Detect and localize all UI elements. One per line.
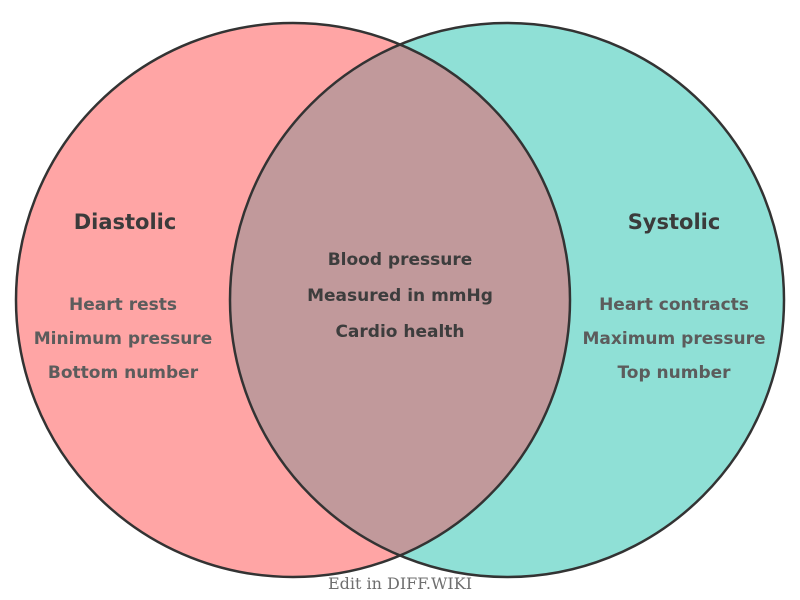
systolic-circle-outline xyxy=(228,21,786,579)
systolic-item: Maximum pressure xyxy=(583,329,766,349)
overlap-item: Measured in mmHg xyxy=(307,286,493,306)
systolic-item: Top number xyxy=(617,363,731,383)
diastolic-item: Bottom number xyxy=(48,363,199,383)
systolic-title: Systolic xyxy=(628,210,721,234)
overlap-region xyxy=(230,23,570,577)
systolic-item: Heart contracts xyxy=(599,295,749,315)
diastolic-title: Diastolic xyxy=(74,210,177,234)
edit-in-diffwiki-link[interactable]: Edit in DIFF.WIKI xyxy=(328,574,472,593)
overlap-item: Cardio health xyxy=(335,322,464,342)
diastolic-circle-outline xyxy=(14,21,572,579)
diastolic-item: Minimum pressure xyxy=(34,329,212,349)
diastolic-item: Heart rests xyxy=(69,295,177,315)
overlap-item: Blood pressure xyxy=(328,250,473,270)
